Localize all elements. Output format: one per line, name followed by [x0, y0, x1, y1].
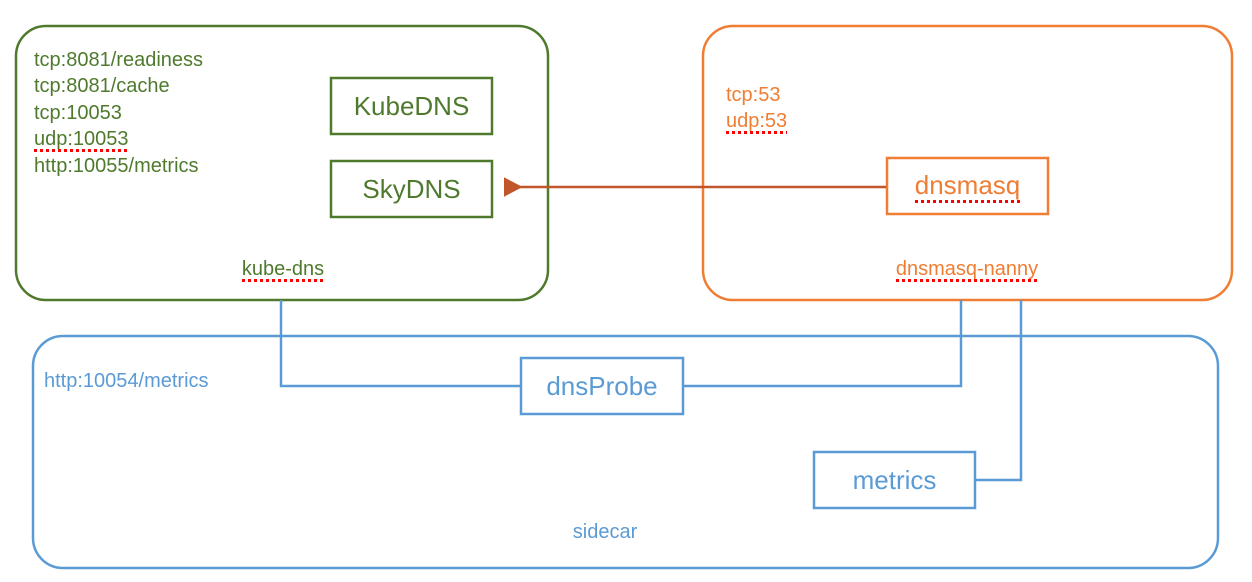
dnsmasq-nanny-port-0: tcp:53 [726, 84, 781, 106]
kubedns-box-label: KubeDNS [353, 90, 470, 121]
sidecar-container-label: sidecar [572, 521, 638, 543]
kubedns-box[interactable] [329, 76, 494, 136]
connector-metrics-to-dnsmasq-nanny [975, 300, 1023, 482]
connector-dnsprobe-to-dnsmasq-nanny [683, 300, 963, 388]
skydns-box[interactable] [329, 159, 494, 219]
kube-dns-port-1: tcp:8081/cache [34, 75, 170, 98]
dnsmasq-nanny-container-outline [701, 24, 1234, 302]
connector-kube-dns-to-dnsprobe [279, 300, 521, 388]
kube-dns-container-label: kube-dns [241, 258, 325, 282]
dnsprobe-box[interactable] [519, 356, 685, 416]
dnsmasq-nanny-port-1: udp:53 [726, 110, 788, 135]
dnsprobe-box-label: dnsProbe [546, 370, 658, 401]
sidecar-port-list: http:10054/metrics [44, 368, 209, 394]
dnsmasq-nanny-port-list: tcp:53 udp:53 [726, 82, 788, 135]
metrics-box-label: metrics [852, 464, 937, 495]
sidecar-port-0: http:10054/metrics [44, 370, 209, 392]
sidecar-container-outline [31, 334, 1220, 570]
kube-dns-port-0: tcp:8081/readiness [34, 49, 204, 71]
kube-dns-port-3: udp:10053 [34, 128, 129, 153]
dnsmasq-box-label: dnsmasq [887, 158, 1048, 214]
kube-dns-port-4: http:10055/metrics [34, 154, 199, 177]
metrics-box[interactable] [812, 450, 977, 510]
skydns-box-label: SkyDNS [362, 173, 461, 204]
dnsmasq-nanny-container-label: dnsmasq-nanny [895, 258, 1039, 282]
kube-dns-port-2: tcp:10053 [34, 101, 122, 124]
kube-dns-port-list: tcp:8081/readiness tcp:8081/cache tcp:10… [34, 47, 203, 179]
